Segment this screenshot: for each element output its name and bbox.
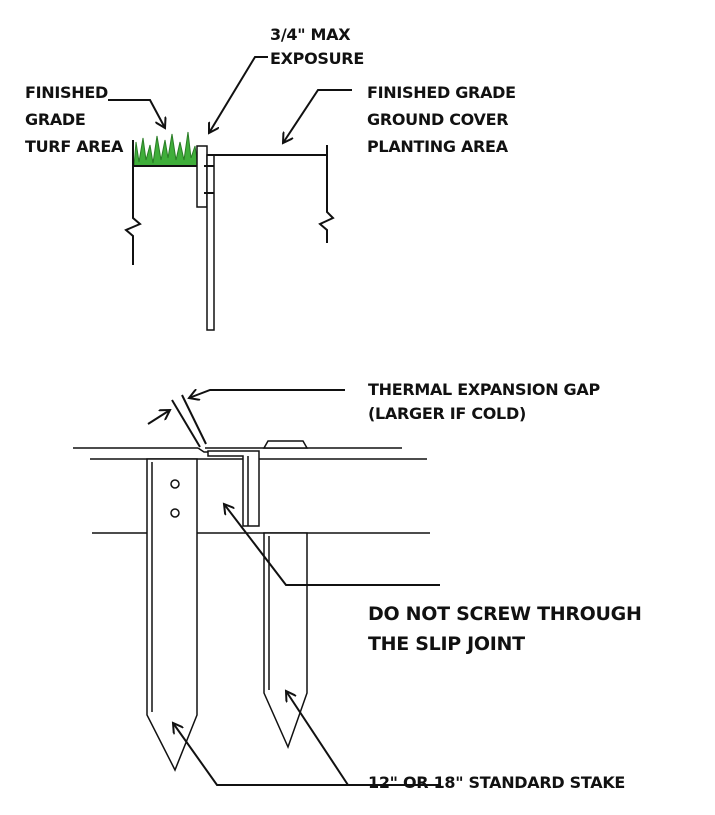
turf-soil-break-line <box>124 140 142 265</box>
stake-leader-arrow-right <box>286 691 349 786</box>
turf-leader-arrow <box>108 99 165 128</box>
gap-dimension-line <box>181 394 207 445</box>
gap-dimension-line <box>171 399 201 448</box>
turf-grass <box>133 131 199 167</box>
section-detail: 3/4" MAX EXPOSURE FINISHED GRADE TURF AR… <box>25 25 521 331</box>
stake-label: 12" OR 18" STANDARD STAKE <box>368 773 625 792</box>
exposure-leader-arrow <box>209 56 268 133</box>
stake-leader-arrow-left <box>173 723 440 786</box>
slip-joint-leader-arrow <box>224 504 440 586</box>
gap-arrow-left <box>147 410 170 425</box>
planting-soil-break-line <box>318 145 335 243</box>
planting-label: FINISHED GRADE GROUND COVER PLANTING ARE… <box>367 83 521 156</box>
edging-bump <box>262 440 309 449</box>
slip-joint <box>207 450 260 527</box>
planting-leader-arrow <box>283 89 352 143</box>
edging-strip <box>196 145 208 208</box>
screw-hole <box>170 479 180 489</box>
gap-label: THERMAL EXPANSION GAP (LARGER IF COLD) <box>368 380 605 423</box>
edging-stake <box>206 154 215 331</box>
stake-left <box>146 458 198 772</box>
elevation-detail: THERMAL EXPANSION GAP (LARGER IF COLD) D… <box>73 380 648 792</box>
exposure-label: 3/4" MAX EXPOSURE <box>270 25 364 68</box>
turf-label: FINISHED GRADE TURF AREA <box>25 83 124 156</box>
slip-joint-label: DO NOT SCREW THROUGH THE SLIP JOINT <box>368 603 648 655</box>
gap-leader-arrow <box>189 390 345 398</box>
screw-hole <box>170 508 180 518</box>
